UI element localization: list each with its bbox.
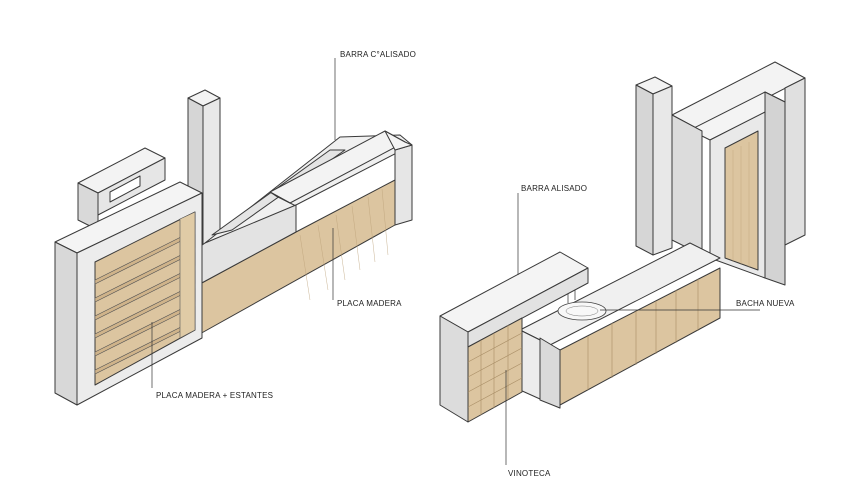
- label-placa-madera: PLACA MADERA: [337, 299, 402, 308]
- wood-grain: [299, 188, 389, 301]
- label-vinoteca: VINOTECA: [508, 469, 551, 478]
- shelves: [94, 229, 196, 375]
- label-barra-c-alisado: BARRA C°ALISADO: [340, 50, 416, 59]
- right-barra: [439, 251, 589, 423]
- sink-basin: [557, 301, 607, 321]
- right-axonometric: [439, 61, 806, 465]
- label-bacha-nueva: BACHA NUEVA: [736, 299, 795, 308]
- right-counter: [519, 242, 721, 409]
- back-box: [77, 147, 166, 231]
- left-axonometric: [54, 58, 413, 406]
- right-column: [635, 76, 673, 256]
- label-placa-madera-estantes: PLACA MADERA + ESTANTES: [156, 391, 273, 400]
- back-wall: [671, 61, 806, 286]
- vinoteca-grid: [467, 317, 523, 423]
- left-counter: [197, 130, 413, 336]
- left-shelving: [54, 181, 203, 406]
- label-barra-alisado: BARRA ALISADO: [521, 184, 587, 193]
